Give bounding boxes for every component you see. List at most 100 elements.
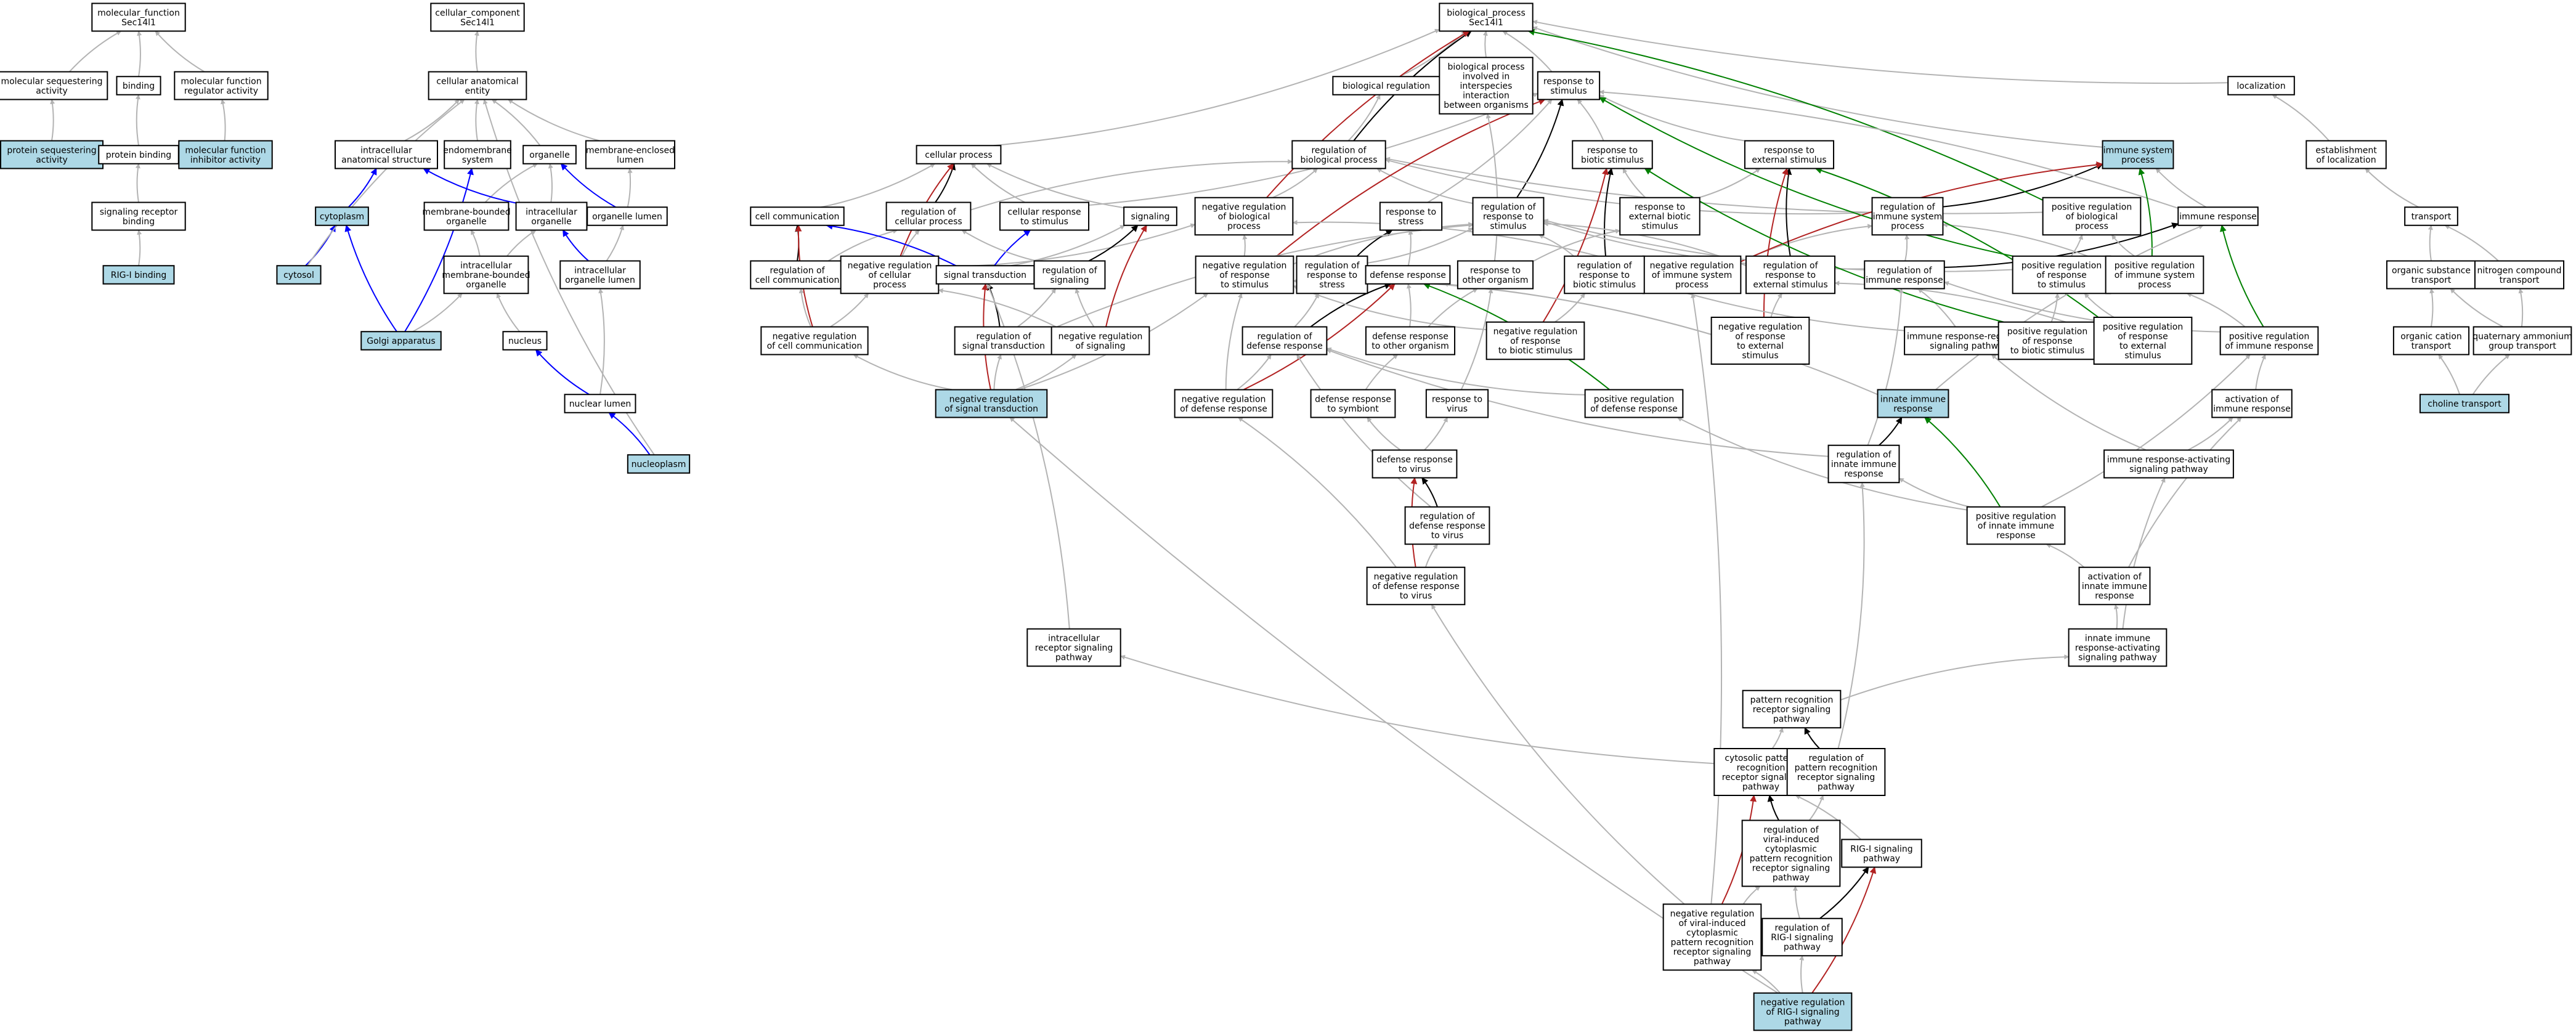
go-term-node-cytoplasm[interactable]: cytoplasm bbox=[315, 206, 369, 226]
go-term-node-nucleoplasm[interactable]: nucleoplasm bbox=[627, 454, 691, 474]
go-term-node-sig-trans[interactable]: signal transduction bbox=[935, 265, 1035, 285]
go-term-node-nucleus[interactable]: nucleus bbox=[502, 331, 548, 351]
go-term-node-nuc-lumen[interactable]: nuclear lumen bbox=[564, 394, 636, 413]
go-term-node-cell-proc[interactable]: cellular process bbox=[916, 145, 1002, 165]
go-term-node-org-lumen[interactable]: organelle lumen bbox=[587, 206, 668, 226]
go-term-node-cytosol[interactable]: cytosol bbox=[276, 265, 322, 285]
go-term-node-golgi[interactable]: Golgi apparatus bbox=[360, 331, 442, 351]
go-term-node-binding[interactable]: binding bbox=[116, 76, 161, 95]
go-term-node-organelle[interactable]: organelle bbox=[522, 145, 577, 165]
go-term-node-prot-bind[interactable]: protein binding bbox=[98, 145, 179, 165]
go-term-node-transport[interactable]: transport bbox=[2404, 206, 2458, 226]
go-term-node-bio-reg[interactable]: biological regulation bbox=[1332, 76, 1440, 95]
go-term-node-imm-resp[interactable]: immune response bbox=[2177, 206, 2259, 226]
go-term-node-def-resp[interactable]: defense response bbox=[1365, 265, 1451, 285]
go-term-node-choline-trans[interactable]: choline transport bbox=[2419, 394, 2510, 413]
go-term-node-signaling[interactable]: signaling bbox=[1123, 206, 1177, 226]
go-term-node-rigi-bind[interactable]: RIG-I binding bbox=[102, 265, 175, 285]
go-term-node-cell-comm[interactable]: cell communication bbox=[750, 206, 845, 226]
go-term-node-localization[interactable]: localization bbox=[2227, 76, 2295, 95]
